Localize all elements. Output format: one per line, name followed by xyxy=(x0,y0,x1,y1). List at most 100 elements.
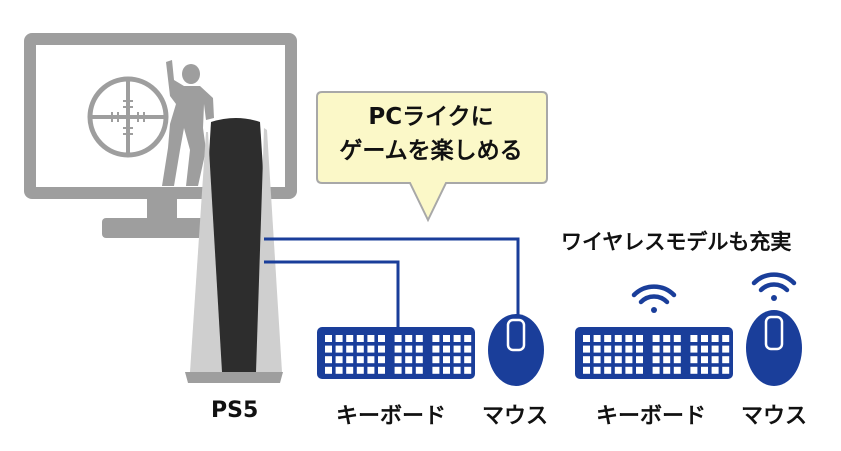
keyboard-key xyxy=(325,366,332,374)
keyboard-key xyxy=(701,335,708,342)
keyboard-key xyxy=(593,345,601,353)
keyboard-key xyxy=(453,345,461,353)
keyboard-key xyxy=(652,366,660,374)
keyboard-key xyxy=(378,356,385,364)
wireless-keyboard-icon xyxy=(575,327,733,379)
keyboard-key xyxy=(722,356,730,364)
keyboard-key xyxy=(593,366,601,374)
keyboard-key xyxy=(432,335,440,342)
keyboard-key xyxy=(593,335,601,342)
keyboard-key xyxy=(346,335,354,342)
label-keyboard-wireless: キーボード xyxy=(596,404,707,429)
keyboard-key xyxy=(652,345,660,353)
label-mouse-wired: マウス xyxy=(482,404,549,429)
keyboard-key xyxy=(394,366,402,374)
keyboard-key xyxy=(604,366,612,374)
keyboard-key xyxy=(432,345,440,353)
keyboard-key xyxy=(711,335,719,342)
keyboard-key xyxy=(346,345,354,353)
keyboard-key xyxy=(722,366,730,374)
keyboard-key xyxy=(583,356,590,364)
keyboard-key xyxy=(625,345,633,353)
keyboard-key xyxy=(604,356,612,364)
keyboard-key xyxy=(394,356,402,364)
label-ps5: PS5 xyxy=(211,398,259,423)
keyboard-key xyxy=(711,345,719,353)
keyboard-key xyxy=(711,356,719,364)
bubble-line-1: PCライクに xyxy=(368,104,494,130)
keyboard-key xyxy=(432,356,440,364)
keyboard-key xyxy=(652,356,660,364)
keyboard-key xyxy=(701,356,708,364)
keyboard-key xyxy=(325,356,332,364)
keyboard-key xyxy=(378,335,385,342)
keyboard-key xyxy=(583,366,590,374)
keyboard-key xyxy=(690,335,698,342)
keyboard-key xyxy=(722,345,730,353)
keyboard-key xyxy=(464,345,472,353)
keyboard-key xyxy=(443,335,450,342)
soldier-silhouette-icon xyxy=(162,60,214,186)
wired-keyboard-icon xyxy=(317,327,475,379)
keyboard-key xyxy=(673,356,681,364)
keyboard-key xyxy=(415,356,423,364)
keyboard-key xyxy=(356,335,364,342)
keyboard-key xyxy=(405,345,413,353)
keyboard-key xyxy=(464,356,472,364)
keyboard-key xyxy=(367,366,375,374)
keyboard-key xyxy=(690,366,698,374)
keyboard-key xyxy=(722,335,730,342)
keyboard-key xyxy=(346,356,354,364)
wireless-mouse-icon xyxy=(746,310,802,386)
keyboard-key xyxy=(405,366,413,374)
keyboard-key xyxy=(394,345,402,353)
keyboard-key xyxy=(701,366,708,374)
keyboard-key xyxy=(335,356,343,364)
keyboard-key xyxy=(464,366,472,374)
cables xyxy=(264,237,520,327)
wireless-heading: ワイヤレスモデルも充実 xyxy=(561,230,792,254)
keyboard-key xyxy=(367,335,375,342)
crosshair-icon xyxy=(87,76,169,158)
keyboard-key xyxy=(636,366,643,374)
keyboard-key xyxy=(443,356,450,364)
keyboard-key xyxy=(604,345,612,353)
keyboard-key xyxy=(453,366,461,374)
keyboard-key xyxy=(432,366,440,374)
keyboard-key xyxy=(405,335,413,342)
keyboard-key xyxy=(614,366,622,374)
keyboard-key xyxy=(335,335,343,342)
keyboard-key xyxy=(614,335,622,342)
keyboard-key xyxy=(443,366,450,374)
keyboard-key xyxy=(663,335,671,342)
speech-bubble xyxy=(316,91,548,223)
keyboard-key xyxy=(378,366,385,374)
keyboard-key xyxy=(625,356,633,364)
keyboard-key xyxy=(335,366,343,374)
keyboard-key xyxy=(625,335,633,342)
keyboard-key xyxy=(583,345,590,353)
keyboard-key xyxy=(405,356,413,364)
keyboard-key xyxy=(346,366,354,374)
keyboard-key xyxy=(378,345,385,353)
keyboard-key xyxy=(415,345,423,353)
wired-mouse-icon xyxy=(488,314,544,386)
keyboard-key xyxy=(663,345,671,353)
keyboard-key xyxy=(335,345,343,353)
keyboard-key xyxy=(673,345,681,353)
keyboard-key xyxy=(356,345,364,353)
keyboard-key xyxy=(583,335,590,342)
keyboard-key xyxy=(614,356,622,364)
bubble-text: PCライクに ゲームを楽しめる xyxy=(318,100,544,168)
keyboard-key xyxy=(325,335,332,342)
keyboard-key xyxy=(464,335,472,342)
ps5-console-icon xyxy=(185,118,283,383)
keyboard-key xyxy=(690,345,698,353)
keyboard-key xyxy=(652,335,660,342)
keyboard-key xyxy=(325,345,332,353)
keyboard-key xyxy=(367,356,375,364)
keyboard-key xyxy=(663,366,671,374)
keyboard-key xyxy=(593,356,601,364)
keyboard-key xyxy=(604,335,612,342)
